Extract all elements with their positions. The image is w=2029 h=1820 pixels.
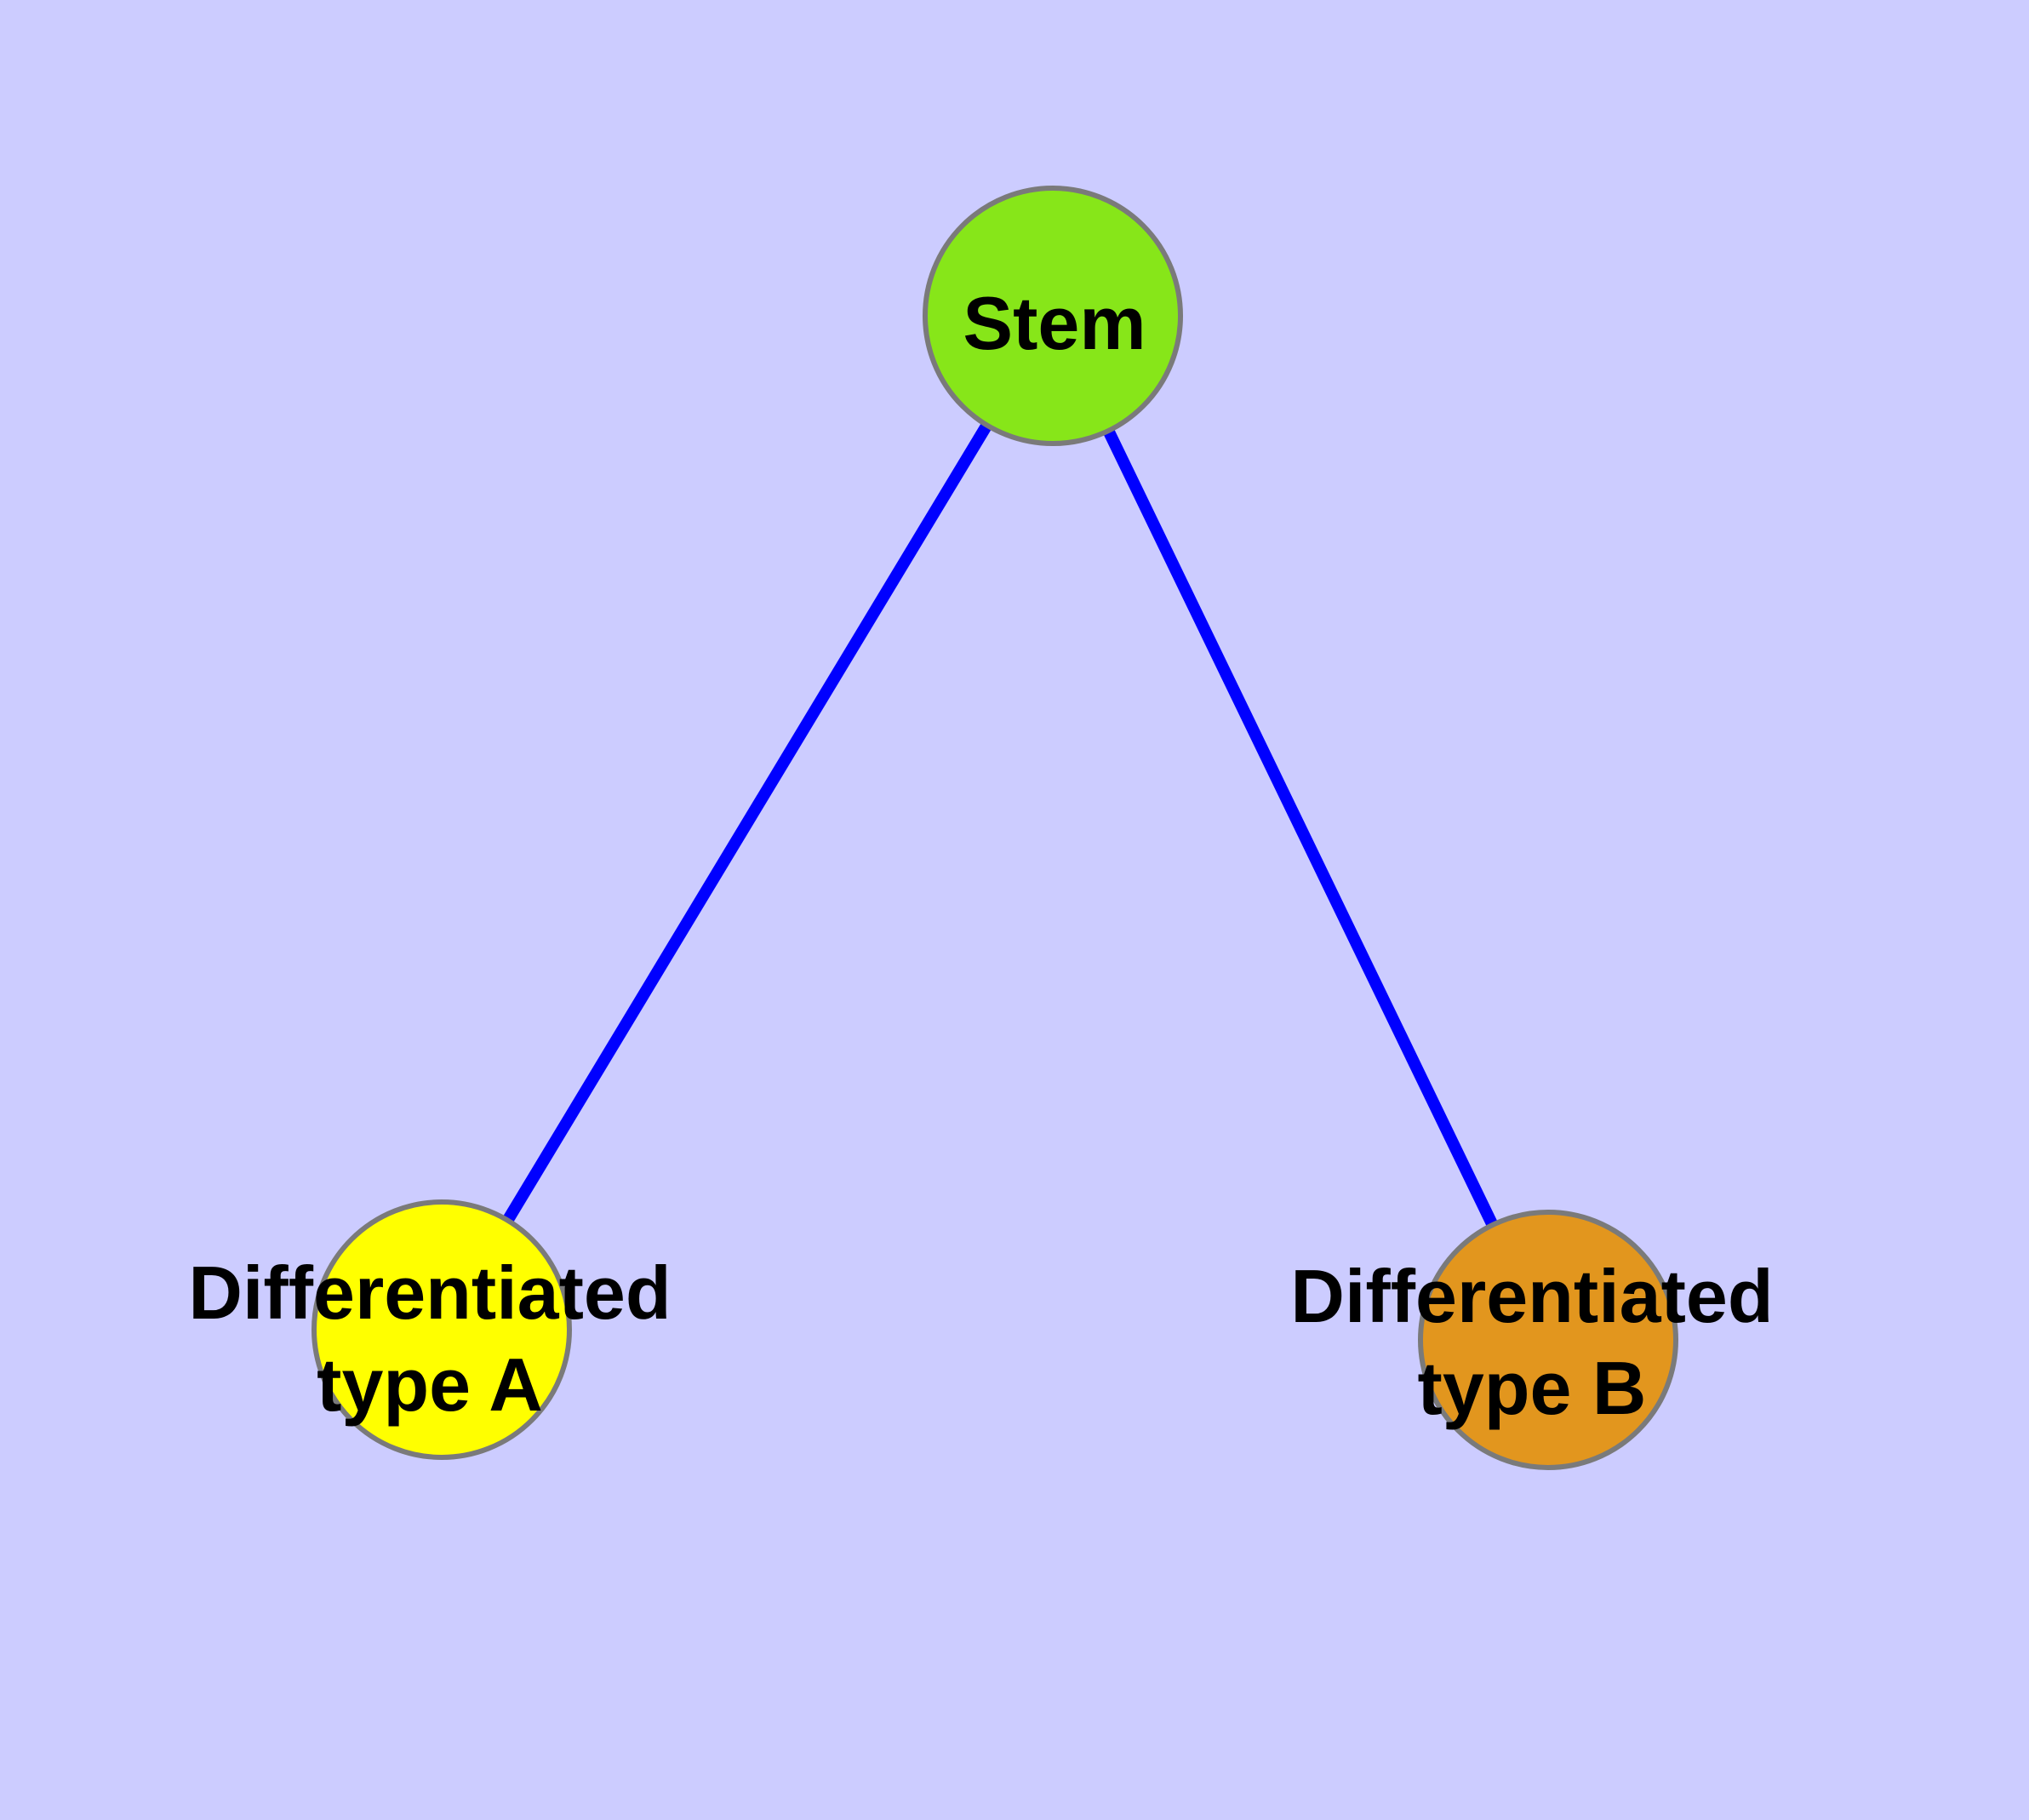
node-stem-label: Stem <box>963 281 1146 365</box>
node-type-a-label-line1: Differentiated <box>188 1251 671 1335</box>
node-type-a-label-line2: type A <box>317 1342 543 1427</box>
node-type-b-label-line1: Differentiated <box>1290 1254 1773 1338</box>
edge-stem-to-type-a <box>437 312 1058 1333</box>
node-stem-circle <box>923 186 1183 446</box>
node-type-a-circle <box>311 1199 572 1460</box>
node-type-b-circle <box>1418 1210 1678 1470</box>
edge-stem-to-type-b <box>1047 312 1554 1343</box>
node-type-b-label-line2: type B <box>1418 1346 1647 1430</box>
